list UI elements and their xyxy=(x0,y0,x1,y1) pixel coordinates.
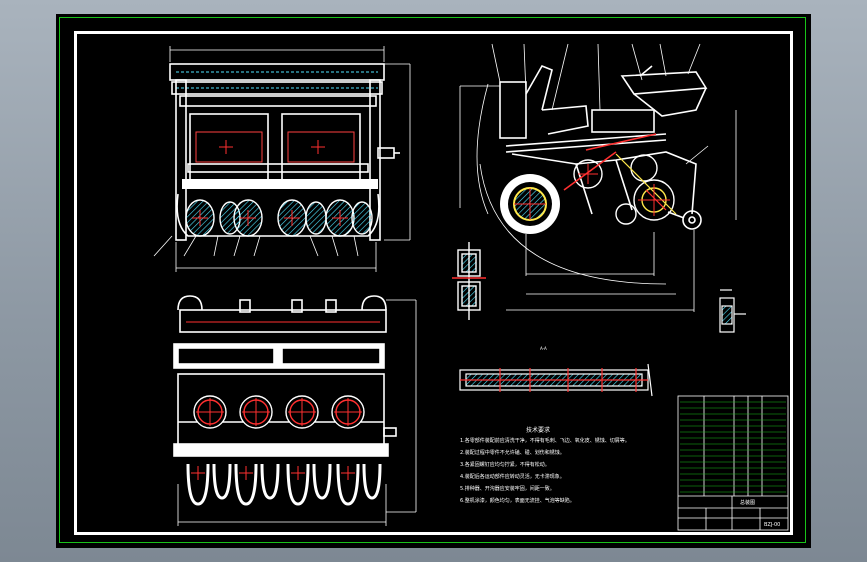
front-view-center-marks xyxy=(192,140,348,226)
parts-list xyxy=(677,395,789,531)
side-view-front-wheel xyxy=(500,174,560,234)
tech-requirement-line-1: 1.各零部件装配前应清洗干净，不得有毛刺、飞边、氧化皮、锈蚀、切屑等。 xyxy=(460,437,630,444)
tech-requirement-line-3: 3.各紧固螺钉应均匀拧紧，不得有松动。 xyxy=(460,461,550,468)
section-detail xyxy=(719,289,746,333)
tech-requirements: 技术要求 1.各零部件装配前应清洗干净，不得有毛刺、飞边、氧化皮、锈蚀、切屑等。… xyxy=(460,426,630,504)
plan-view-center-marks xyxy=(191,466,355,480)
detail-view-small xyxy=(452,242,486,320)
tech-requirement-line-6: 6.整机涂漆，颜色均匀，表面无流挂、气泡等缺陷。 xyxy=(460,497,575,504)
title-block-drawing-number: BZJ-00 xyxy=(764,522,780,528)
side-view-seed-plates xyxy=(563,133,677,225)
title-block-drawing-name: 总装图 xyxy=(740,499,755,506)
section-strip xyxy=(459,363,653,397)
side-view xyxy=(459,43,737,312)
plan-view-seed-plates xyxy=(193,395,365,429)
cad-drawing-canvas: 技术要求 1.各零部件装配前应清洗干净，不得有毛刺、飞边、氧化皮、锈蚀、切屑等。… xyxy=(153,43,789,531)
tech-requirement-line-5: 5.排种器、开沟器应安装牢固，间距一致。 xyxy=(460,485,555,492)
inner-border-frame xyxy=(74,31,793,535)
drawing-sheet: 技术要求 1.各零部件装配前应清洗干净，不得有毛刺、飞边、氧化皮、锈蚀、切屑等。… xyxy=(56,14,811,548)
section-view-label: A-A xyxy=(540,346,547,351)
plan-view-wheels xyxy=(186,463,382,506)
tech-requirement-line-4: 4.装配后各运动部件应转动灵活，无卡滞现象。 xyxy=(460,473,565,480)
front-view xyxy=(153,46,411,272)
outer-border-frame xyxy=(59,17,806,543)
tech-requirement-line-2: 2.装配过程中零件不允许磕、碰、划伤和锈蚀。 xyxy=(460,449,565,456)
tech-requirements-title: 技术要求 xyxy=(526,426,550,434)
plan-view xyxy=(173,295,417,526)
